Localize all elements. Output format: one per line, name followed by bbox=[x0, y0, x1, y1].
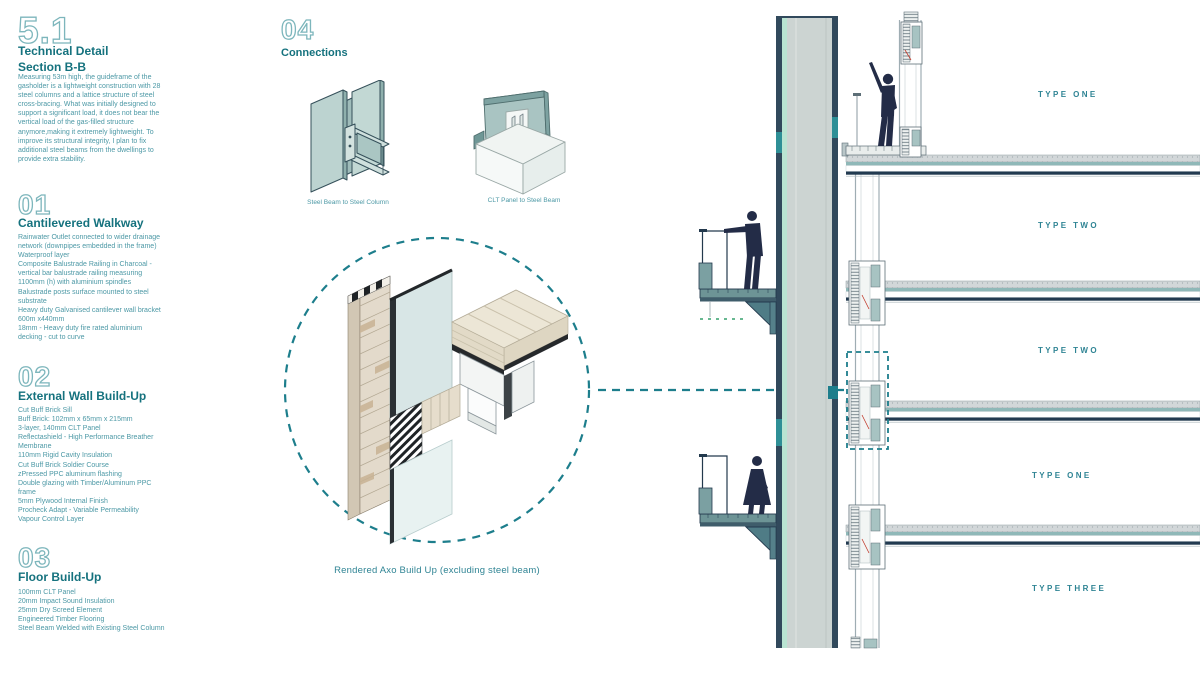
section-number-02: 02 bbox=[17, 361, 52, 392]
section-number-5-1: 5.1 bbox=[17, 10, 73, 51]
clt-panel-to-steel-beam-figure bbox=[473, 90, 566, 195]
floor-label-type-one-top: TYPE ONE bbox=[1038, 90, 1098, 99]
section-body-floor-build-up: 100mm CLT Panel 20mm Impact Sound Insula… bbox=[18, 589, 165, 633]
brick-pier bbox=[347, 275, 391, 521]
cantilevered-balcony-upper bbox=[698, 228, 777, 335]
floor-label-type-one-bottom: TYPE ONE bbox=[1032, 471, 1092, 480]
figure-man-pointing bbox=[869, 62, 897, 146]
floor-label-type-three: TYPE THREE bbox=[1032, 584, 1107, 593]
section-body-external-wall: Cut Buff Brick Sill Buff Brick: 102mm x … bbox=[18, 407, 154, 524]
section-title-technical-detail: Technical Detail Section B-B bbox=[18, 44, 109, 74]
top-terrace-deck bbox=[841, 93, 927, 157]
window-frame-assembly bbox=[459, 352, 535, 435]
connector-anchor bbox=[828, 386, 838, 399]
gasholder-wall bbox=[776, 16, 838, 648]
section-number-04: 04 bbox=[280, 14, 315, 45]
clt-floor-slab bbox=[451, 289, 569, 376]
floor-label-type-two-upper: TYPE TWO bbox=[1038, 221, 1099, 230]
floor-label-type-two-lower: TYPE TWO bbox=[1038, 346, 1099, 355]
lower-glazing bbox=[389, 439, 453, 545]
axo-caption: Rendered Axo Build Up (excluding steel b… bbox=[334, 565, 540, 576]
section-body-technical-detail: Measuring 53m high, the guideframe of th… bbox=[18, 74, 161, 163]
section-title-external-wall: External Wall Build-Up bbox=[18, 389, 147, 403]
figure-man-leaning bbox=[724, 211, 763, 289]
window-floor-junctions bbox=[848, 11, 923, 649]
floor-slabs bbox=[845, 154, 1200, 547]
figure-woman-standing bbox=[743, 456, 771, 514]
detail-callout-circle bbox=[283, 236, 591, 544]
section-number-01: 01 bbox=[17, 189, 52, 220]
section-body-cantilevered-walkway: Rainwater Outlet connected to wider drai… bbox=[18, 234, 161, 342]
figure2-caption: CLT Panel to Steel Beam bbox=[487, 197, 561, 204]
section-title-connections: Connections bbox=[281, 47, 348, 59]
figure1-caption: Steel Beam to Steel Column bbox=[307, 199, 389, 206]
section-title-floor-build-up: Floor Build-Up bbox=[18, 570, 102, 584]
section-title-cantilevered-walkway: Cantilevered Walkway bbox=[18, 216, 144, 230]
detail-highlight-rect bbox=[846, 351, 889, 450]
rigid-insulation-hatch bbox=[389, 401, 423, 471]
rendered-axo-detail bbox=[283, 236, 591, 545]
section-number-03: 03 bbox=[17, 542, 52, 573]
steel-beam-to-steel-column-figure bbox=[310, 80, 390, 193]
soldier-course bbox=[421, 383, 461, 435]
upper-glazing bbox=[389, 268, 453, 419]
